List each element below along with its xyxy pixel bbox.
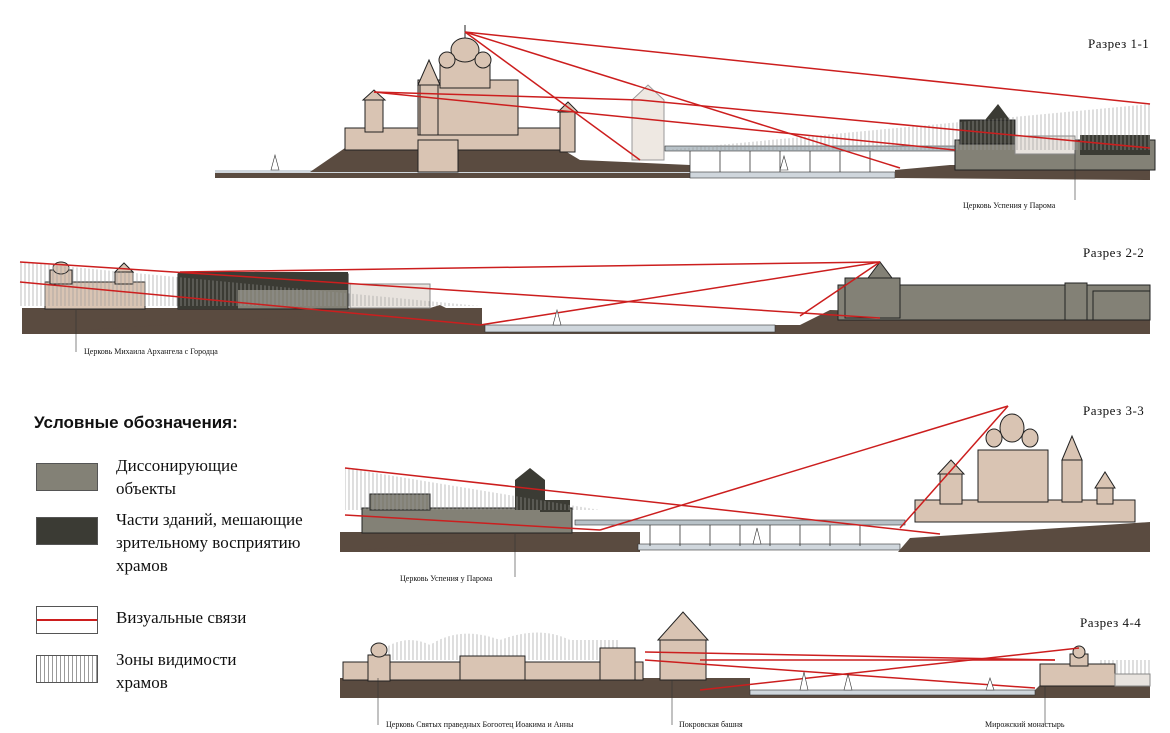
section-4-callout-mirozhsky: Мирожский монастырь — [985, 720, 1065, 729]
legend-swatch-visibility-zone — [36, 655, 98, 683]
section-4-callout-ioakima: Церковь Святых праведных Богоотец Иоаким… — [386, 720, 574, 729]
section-4-title: Разрез 4-4 — [1080, 615, 1142, 630]
legend-label-visual-link: Визуальные связи — [116, 608, 247, 627]
legend-label-dissonant: Диссонирующие объекты — [116, 456, 238, 498]
legend-label-obstructing: Части зданий, мешающие зрительному воспр… — [116, 510, 303, 575]
legend-title: Условные обозначения: — [34, 413, 238, 432]
section-1-title: Разрез 1-1 — [1088, 36, 1150, 51]
legend-label-visibility-zone: Зоны видимости храмов — [116, 650, 237, 692]
legend-swatch-obstructing — [36, 517, 98, 545]
section-4-callout-pokrovskaya: Покровская башня — [679, 720, 743, 729]
section-2-title: Разрез 2-2 — [1083, 245, 1145, 260]
section-3-title: Разрез 3-3 — [1083, 403, 1145, 418]
legend-swatch-dissonant — [36, 463, 98, 491]
section-1-callout-uspeniya: Церковь Успения у Парома — [963, 201, 1056, 210]
section-3-callout-uspeniya: Церковь Успения у Парома — [400, 574, 493, 583]
section-2-callout-mikhaila: Церковь Михаила Архангела с Городца — [84, 347, 218, 356]
section-3-drawing — [340, 405, 1150, 577]
section-2-drawing — [19, 261, 1151, 352]
section-1-drawing — [215, 25, 1156, 200]
legend-swatch-visual-link — [36, 606, 98, 634]
